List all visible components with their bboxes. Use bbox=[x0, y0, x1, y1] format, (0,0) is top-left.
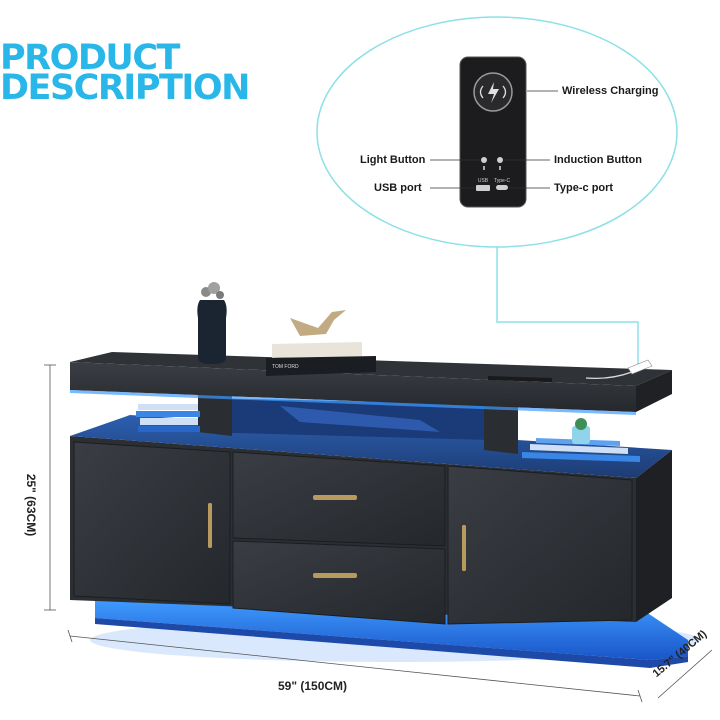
cabinet-side bbox=[636, 450, 672, 622]
lower-drawer bbox=[232, 540, 446, 625]
right-door bbox=[447, 465, 633, 625]
upper-drawer-handle bbox=[313, 495, 357, 500]
lower-drawer-handle bbox=[313, 573, 357, 578]
left-support bbox=[198, 394, 232, 436]
right-door-handle bbox=[462, 525, 466, 571]
light-button-label: Light Button bbox=[360, 154, 426, 166]
left-door bbox=[73, 441, 231, 605]
top-board-front bbox=[70, 362, 636, 412]
wireless-charging-label: Wireless Charging bbox=[562, 85, 659, 97]
usb-port-label: USB port bbox=[374, 182, 422, 194]
connector-line bbox=[496, 247, 639, 372]
left-door-handle bbox=[208, 503, 212, 548]
book-spine-label: TOM FORD bbox=[272, 364, 299, 370]
vase bbox=[197, 300, 227, 364]
width-dimension-line bbox=[69, 635, 641, 697]
type-c-port-icon bbox=[496, 185, 508, 190]
light-button-icon bbox=[481, 157, 487, 163]
usb-device-label: USB bbox=[478, 178, 489, 184]
heading-line-1: PRODUCT bbox=[0, 38, 180, 78]
heading-line-2: DESCRIPTION bbox=[0, 68, 250, 108]
type-c-device-label: Type-C bbox=[494, 178, 511, 184]
right-support bbox=[484, 402, 518, 454]
depth-dimension-line bbox=[657, 649, 713, 699]
type-c-port-label: Type-c port bbox=[554, 182, 614, 194]
height-dimension-label: 25" (63CM) bbox=[24, 473, 38, 537]
width-dimension-label: 59" (150CM) bbox=[278, 679, 348, 693]
usb-port-icon bbox=[476, 185, 490, 191]
induction-button-label: Induction Button bbox=[554, 154, 642, 166]
paper-crane bbox=[290, 310, 346, 336]
induction-button-icon bbox=[497, 157, 503, 163]
